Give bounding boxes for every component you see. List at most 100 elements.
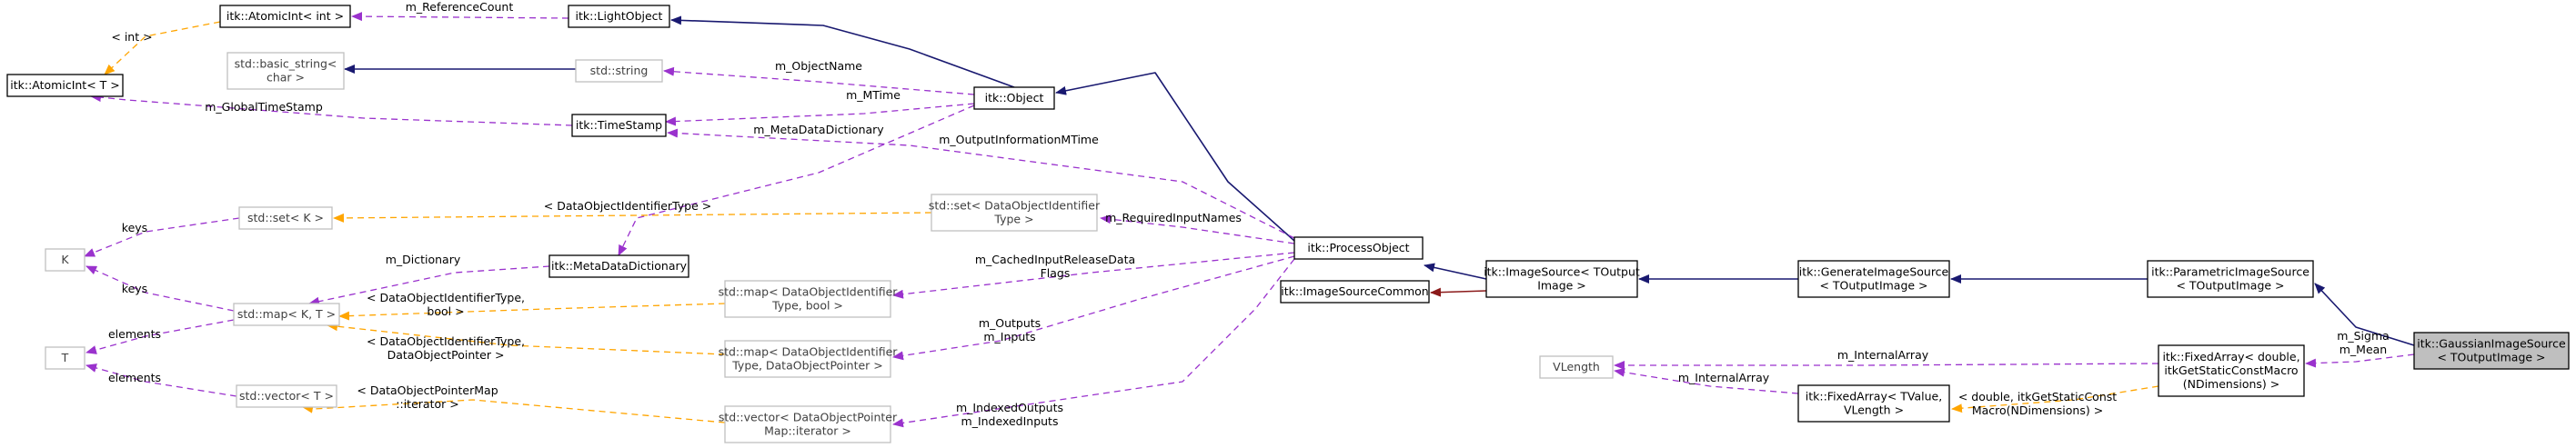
node-box — [1797, 260, 1950, 298]
edge-use-16 — [1100, 214, 1295, 244]
node-t[interactable]: T — [45, 346, 86, 370]
node-generate-image-source[interactable]: itk::GenerateImageSource< TOutputImage > — [1797, 260, 1950, 298]
node-std-vector-t[interactable]: std::vector< T > — [236, 384, 337, 408]
node-label: itk::AtomicInt< int > — [226, 9, 344, 23]
node-vlength[interactable]: VLength — [1539, 355, 1614, 379]
node-box — [931, 194, 1098, 232]
node-fixed-array-double[interactable]: itk::FixedArray< double,itkGetStaticCons… — [2158, 344, 2305, 397]
edge-label-outputs-inputs-2: m_Inputs — [983, 330, 1035, 343]
edge-tpl-29 — [302, 399, 726, 423]
edge-tpl-31 — [1951, 385, 2159, 413]
node-process-object[interactable]: itk::ProcessObject — [1293, 236, 1424, 260]
node-label: < TOutputImage > — [2176, 279, 2284, 293]
node-label: Type, bool > — [771, 299, 843, 313]
node-std-set-k[interactable]: std::set< K > — [238, 206, 333, 230]
edge-label-mtime: m_MTime — [846, 88, 901, 102]
node-label: < TOutputImage > — [1819, 279, 1927, 293]
edge-label-doptr-map-tpl-2: ::iterator > — [396, 397, 458, 411]
node-label: itk::GenerateImageSource — [1799, 265, 1949, 279]
node-metadata-dictionary[interactable]: itk::MetaDataDictionary — [548, 254, 689, 278]
edge-label-doid-ptr-tpl-1: < DataObjectIdentifierType, — [367, 334, 525, 348]
edge-label-doid-type-tpl: < DataObjectIdentifierType > — [544, 199, 711, 213]
node-object[interactable]: itk::Object — [973, 86, 1055, 110]
node-box — [724, 340, 891, 378]
node-image-source[interactable]: itk::ImageSource< TOutputImage > — [1484, 260, 1640, 298]
edge-inh-1 — [1055, 72, 1295, 242]
node-label: std::set< DataObjectIdentifier — [929, 199, 1101, 213]
node-std-vector-doptr[interactable]: std::vector< DataObjectPointerMap::itera… — [719, 405, 898, 443]
node-label: std::map< DataObjectIdentifier — [719, 285, 899, 299]
edge-label-reference-count: m_ReferenceCount — [406, 0, 514, 14]
node-box — [1293, 236, 1424, 260]
node-label: itk::GaussianImageSource — [2417, 337, 2566, 351]
node-gaussian-image-source[interactable]: itk::GaussianImageSource< TOutputImage > — [2413, 332, 2570, 370]
edge-label-doid-bool-tpl-2: bool > — [427, 304, 464, 318]
edge-use-27 — [1614, 367, 1799, 394]
node-label: std::vector< T > — [239, 389, 334, 403]
edge-label-global-timestamp: m_GlobalTimeStamp — [205, 100, 323, 114]
node-label: itk::ParametricImageSource — [2151, 265, 2309, 279]
edge-label-int-tpl: < int > — [111, 30, 152, 44]
edge-inh-5 — [2314, 283, 2415, 346]
node-box — [45, 346, 86, 370]
node-timestamp[interactable]: itk::TimeStamp — [571, 114, 667, 137]
node-parametric-image-source[interactable]: itk::ParametricImageSource< TOutputImage… — [2147, 260, 2314, 298]
node-atomic-int-t[interactable]: itk::AtomicInt< T > — [6, 74, 124, 97]
node-label: K — [61, 253, 69, 266]
edge-label-object-name: m_ObjectName — [775, 59, 862, 73]
node-std-map-kt[interactable]: std::map< K, T > — [233, 303, 340, 326]
edge-label-elements-map: elements — [108, 327, 161, 341]
edge-label-sigma-mean-1: m_Sigma — [2337, 329, 2390, 343]
node-fixed-array-tvalue[interactable]: itk::FixedArray< TValue,VLength > — [1797, 384, 1950, 423]
node-k[interactable]: K — [45, 248, 86, 272]
edge-label-required-input-names: m_RequiredInputNames — [1105, 211, 1242, 224]
node-std-string[interactable]: std::string — [575, 59, 663, 83]
edge-label-indexed-outputs-inputs-1: m_IndexedOutputs — [956, 401, 1063, 414]
edge-use-17 — [84, 217, 240, 257]
node-label: itk::FixedArray< double, — [2162, 350, 2299, 363]
node-std-map-doid-ptr[interactable]: std::map< DataObjectIdentifierType, Data… — [719, 340, 899, 378]
node-label: Type > — [993, 213, 1033, 226]
edge-label-doid-ptr-tpl-2: DataObjectPointer > — [387, 348, 505, 362]
edge-tpl-9 — [104, 21, 221, 75]
edge-inh-2 — [1424, 263, 1487, 280]
edge-tpl-21 — [338, 303, 726, 321]
node-std-map-doid-bool[interactable]: std::map< DataObjectIdentifierType, bool… — [719, 280, 899, 318]
node-atomic-int-int[interactable]: itk::AtomicInt< int > — [219, 5, 351, 28]
node-label: std::string — [590, 64, 649, 77]
node-box — [548, 254, 689, 278]
node-std-set-doid[interactable]: std::set< DataObjectIdentifierType > — [929, 194, 1101, 232]
edge-label-elements-vec: elements — [108, 371, 161, 384]
edge-use-20 — [86, 265, 235, 312]
edge-use-19 — [892, 252, 1295, 299]
node-box — [575, 59, 663, 83]
node-box — [238, 206, 333, 230]
node-basic-string[interactable]: std::basic_string<char > — [226, 52, 345, 90]
edge-use-10 — [663, 66, 975, 95]
edge-use-30 — [892, 258, 1295, 428]
node-box — [724, 405, 891, 443]
node-box — [724, 280, 891, 318]
node-label: std::basic_string< — [235, 57, 337, 71]
node-box — [1485, 260, 1638, 298]
node-box — [233, 303, 340, 326]
node-box — [973, 86, 1055, 110]
edge-label-internal-array-2: m_InternalArray — [1678, 371, 1770, 384]
node-label: itk::LightObject — [576, 9, 663, 23]
edge-use-26 — [1614, 361, 2159, 370]
edge-use-13 — [618, 105, 975, 256]
node-image-source-common[interactable]: itk::ImageSourceCommon — [1280, 280, 1430, 304]
node-label: char > — [267, 71, 305, 85]
node-box — [1797, 384, 1950, 423]
node-label: < TOutputImage > — [2437, 351, 2545, 364]
edge-use-11 — [90, 93, 573, 126]
node-box — [2413, 332, 2570, 370]
node-label: Type, DataObjectPointer > — [731, 359, 883, 373]
edge-label-indexed-outputs-inputs-2: m_IndexedInputs — [961, 414, 1059, 428]
node-label: std::set< K > — [247, 211, 324, 224]
node-label: itk::Object — [985, 91, 1044, 105]
edge-tpl-15 — [333, 212, 932, 223]
edge-label-double-tpl-2: Macro(NDimensions) > — [1972, 403, 2103, 417]
node-light-object[interactable]: itk::LightObject — [568, 5, 670, 28]
